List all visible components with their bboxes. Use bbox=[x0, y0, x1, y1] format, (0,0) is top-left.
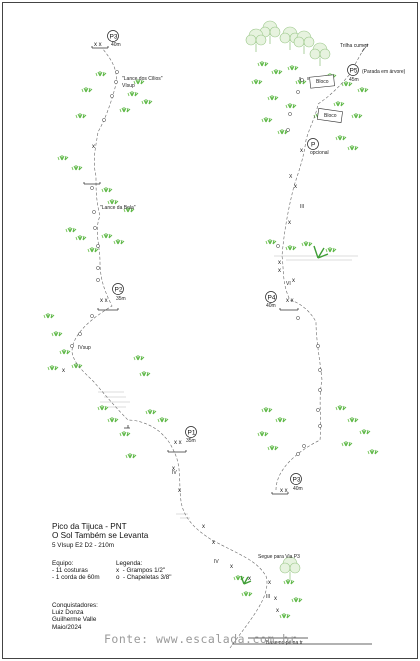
route-info: Pico da Tijuca - PNT O Sol Também se Lev… bbox=[52, 522, 148, 549]
svg-text:x: x bbox=[274, 596, 277, 602]
bolt-symbol: x bbox=[116, 567, 120, 575]
svg-text:40m: 40m bbox=[293, 486, 303, 492]
svg-text:45m: 45m bbox=[349, 77, 359, 83]
svg-text:35m: 35m bbox=[186, 438, 196, 444]
equipment-heading: Equipo: bbox=[52, 560, 74, 567]
label-ivsup: IVsup bbox=[78, 345, 91, 351]
svg-text:x: x bbox=[172, 466, 175, 472]
svg-text:x x: x x bbox=[94, 42, 102, 48]
route-grade: 5 VIsup E2 D2 - 210m bbox=[52, 541, 114, 549]
svg-text:P4: P4 bbox=[268, 295, 276, 302]
pitch-marker-p3-left: P3 40m bbox=[107, 30, 121, 48]
svg-text:x: x bbox=[212, 540, 215, 546]
equipment-item: - 1 corda de 60m bbox=[52, 574, 100, 582]
pitch-marker-p3-right: P3 40m bbox=[290, 473, 303, 492]
label-lance-bola: "Lance da Bola" bbox=[100, 205, 136, 211]
svg-text:x: x bbox=[202, 524, 205, 530]
route-line-left bbox=[71, 47, 268, 649]
pitch-marker-p5: P5 45m bbox=[347, 64, 359, 83]
svg-text:x: x bbox=[300, 148, 303, 154]
svg-text:x: x bbox=[230, 564, 233, 570]
belay-ledges bbox=[83, 46, 309, 495]
svg-text:x: x bbox=[62, 368, 65, 374]
chapeletas bbox=[70, 70, 322, 456]
ground-line bbox=[232, 637, 372, 645]
pitch-marker-p1: P1 35m bbox=[185, 426, 197, 444]
equipment-block: Equipo: - 11 costuras - 1 corda de 60m bbox=[52, 560, 100, 582]
svg-text:P3: P3 bbox=[293, 477, 301, 484]
label-base: Base no pé na tr bbox=[266, 640, 303, 646]
grade-iv-b: IV bbox=[214, 559, 219, 565]
grade-iii-lower: III bbox=[266, 594, 270, 600]
svg-text:x: x bbox=[288, 220, 291, 226]
first-ascent-block: Conquistadores: Luiz Donza Guilherme Val… bbox=[52, 602, 98, 631]
svg-text:P1: P1 bbox=[188, 430, 196, 437]
label-visup-top: VIsup bbox=[122, 83, 135, 89]
pitch-marker-optional: P opcional bbox=[307, 138, 329, 156]
svg-text:x: x bbox=[276, 608, 279, 614]
grade-iv-a: IV bbox=[172, 470, 177, 476]
plate-symbol: o bbox=[116, 574, 120, 582]
svg-text:x: x bbox=[278, 260, 281, 266]
label-lance-cilios: "Lance dos Cílios" bbox=[122, 76, 163, 82]
rock-texture bbox=[98, 255, 358, 519]
first-ascent-heading: Conquistadores: bbox=[52, 602, 98, 609]
svg-text:x x: x x bbox=[286, 298, 294, 304]
topo-title: Pico da Tijuca - PNT bbox=[52, 522, 127, 531]
legend-plates: o - Chapeletas 3/8" bbox=[116, 574, 172, 582]
svg-text:35m: 35m bbox=[116, 296, 126, 302]
svg-text:x x: x x bbox=[174, 440, 182, 446]
source-watermark: Fonte: www.escalada.com.br bbox=[104, 632, 298, 646]
svg-text:opcional: opcional bbox=[310, 150, 329, 156]
label-bloco-2: Bloco bbox=[324, 113, 337, 119]
legend-heading: Legenda: bbox=[116, 560, 143, 567]
grade-x: X bbox=[289, 174, 293, 180]
legend-bolts: x - Grampos 1/2" bbox=[116, 567, 166, 575]
bolts: x x x x x x x x x x x x x x x x x x x x … bbox=[62, 42, 303, 614]
grade-iii-upper: III bbox=[300, 204, 304, 210]
pitch-marker-p2: P2 35m bbox=[112, 283, 126, 302]
svg-text:x: x bbox=[294, 184, 297, 190]
plant-marker bbox=[240, 245, 329, 585]
trail-arrow bbox=[361, 43, 369, 53]
label-bloco-1: Bloco bbox=[316, 79, 329, 85]
label-parada-arvore: (Parada em árvore) bbox=[362, 69, 406, 75]
first-ascent-name: Guilherme Valle bbox=[52, 616, 97, 624]
equipment-item: - 11 costuras bbox=[52, 567, 88, 575]
svg-text:P2: P2 bbox=[115, 287, 123, 294]
svg-text:P5: P5 bbox=[350, 68, 358, 75]
summit-blocks bbox=[309, 74, 343, 123]
svg-text:x x: x x bbox=[280, 488, 288, 494]
route-name: O Sol Também se Levanta bbox=[52, 531, 149, 541]
legend-block: Legenda: x - Grampos 1/2" o - Chapeletas… bbox=[116, 560, 171, 582]
svg-text:P3: P3 bbox=[110, 34, 118, 41]
svg-text:40m: 40m bbox=[111, 42, 121, 48]
svg-text:x: x bbox=[248, 576, 251, 582]
svg-text:x: x bbox=[268, 580, 271, 586]
first-ascent-name: Luiz Donza bbox=[52, 609, 84, 617]
svg-text:40m: 40m bbox=[266, 303, 276, 309]
route-line-right bbox=[275, 47, 365, 491]
grade-vi: VI bbox=[286, 281, 291, 287]
svg-text:x: x bbox=[92, 144, 95, 150]
label-trilha-cume: Trilha cume bbox=[340, 43, 366, 49]
svg-text:x: x bbox=[278, 268, 281, 274]
svg-text:P: P bbox=[311, 142, 315, 149]
svg-text:x: x bbox=[178, 488, 181, 494]
svg-text:x x: x x bbox=[100, 298, 108, 304]
svg-text:x: x bbox=[292, 278, 295, 284]
first-ascent-date: Maio/2024 bbox=[52, 623, 82, 631]
pitch-marker-p4: P4 40m bbox=[265, 291, 277, 309]
label-segue-via: Segue para Via P3 bbox=[258, 554, 300, 560]
